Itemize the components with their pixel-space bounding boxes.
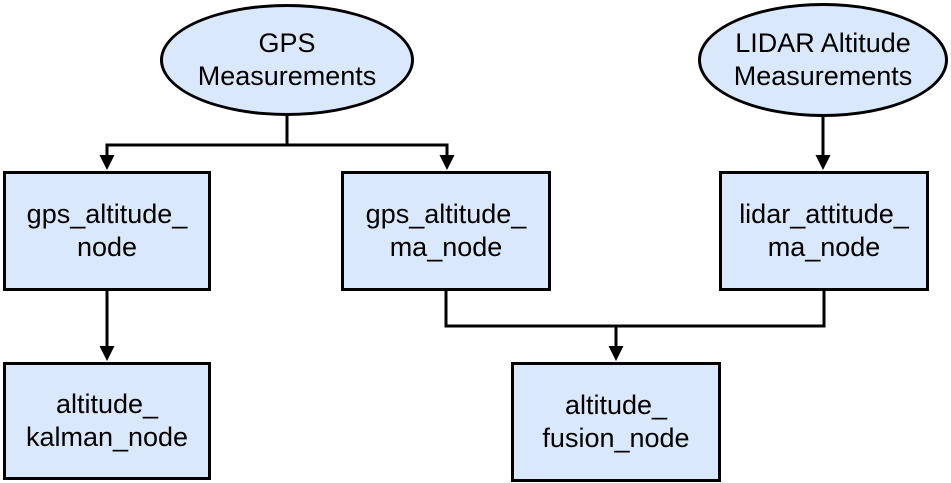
node-gps-altitude-ma-node-label: gps_altitude_ ma_node [365,199,527,262]
node-altitude-kalman-node-label: altitude_ kalman_node [25,389,189,452]
node-lidar-altitude-measurements-label: LIDAR Altitude Measurements [733,28,913,91]
node-altitude-fusion-node-label: altitude_ fusion_node [542,390,690,453]
node-gps-altitude-ma-node[interactable]: gps_altitude_ ma_node [341,171,551,291]
edge-fusion-merge-trunk [444,289,826,328]
node-lidar-attitude-ma-node[interactable]: lidar_attitude_ ma_node [719,171,929,291]
node-gps-altitude-node[interactable]: gps_altitude_ node [3,171,211,291]
node-gps-measurements[interactable]: GPS Measurements [160,4,414,116]
node-gps-altitude-node-label: gps_altitude_ node [26,199,188,262]
node-gps-measurements-label: GPS Measurements [197,28,377,91]
node-lidar-attitude-ma-node-label: lidar_attitude_ ma_node [739,199,909,262]
node-lidar-altitude-measurements[interactable]: LIDAR Altitude Measurements [698,3,948,117]
node-altitude-fusion-node[interactable]: altitude_ fusion_node [511,362,721,482]
edge-gps-split-trunk [105,112,449,147]
node-altitude-kalman-node[interactable]: altitude_ kalman_node [3,362,211,480]
